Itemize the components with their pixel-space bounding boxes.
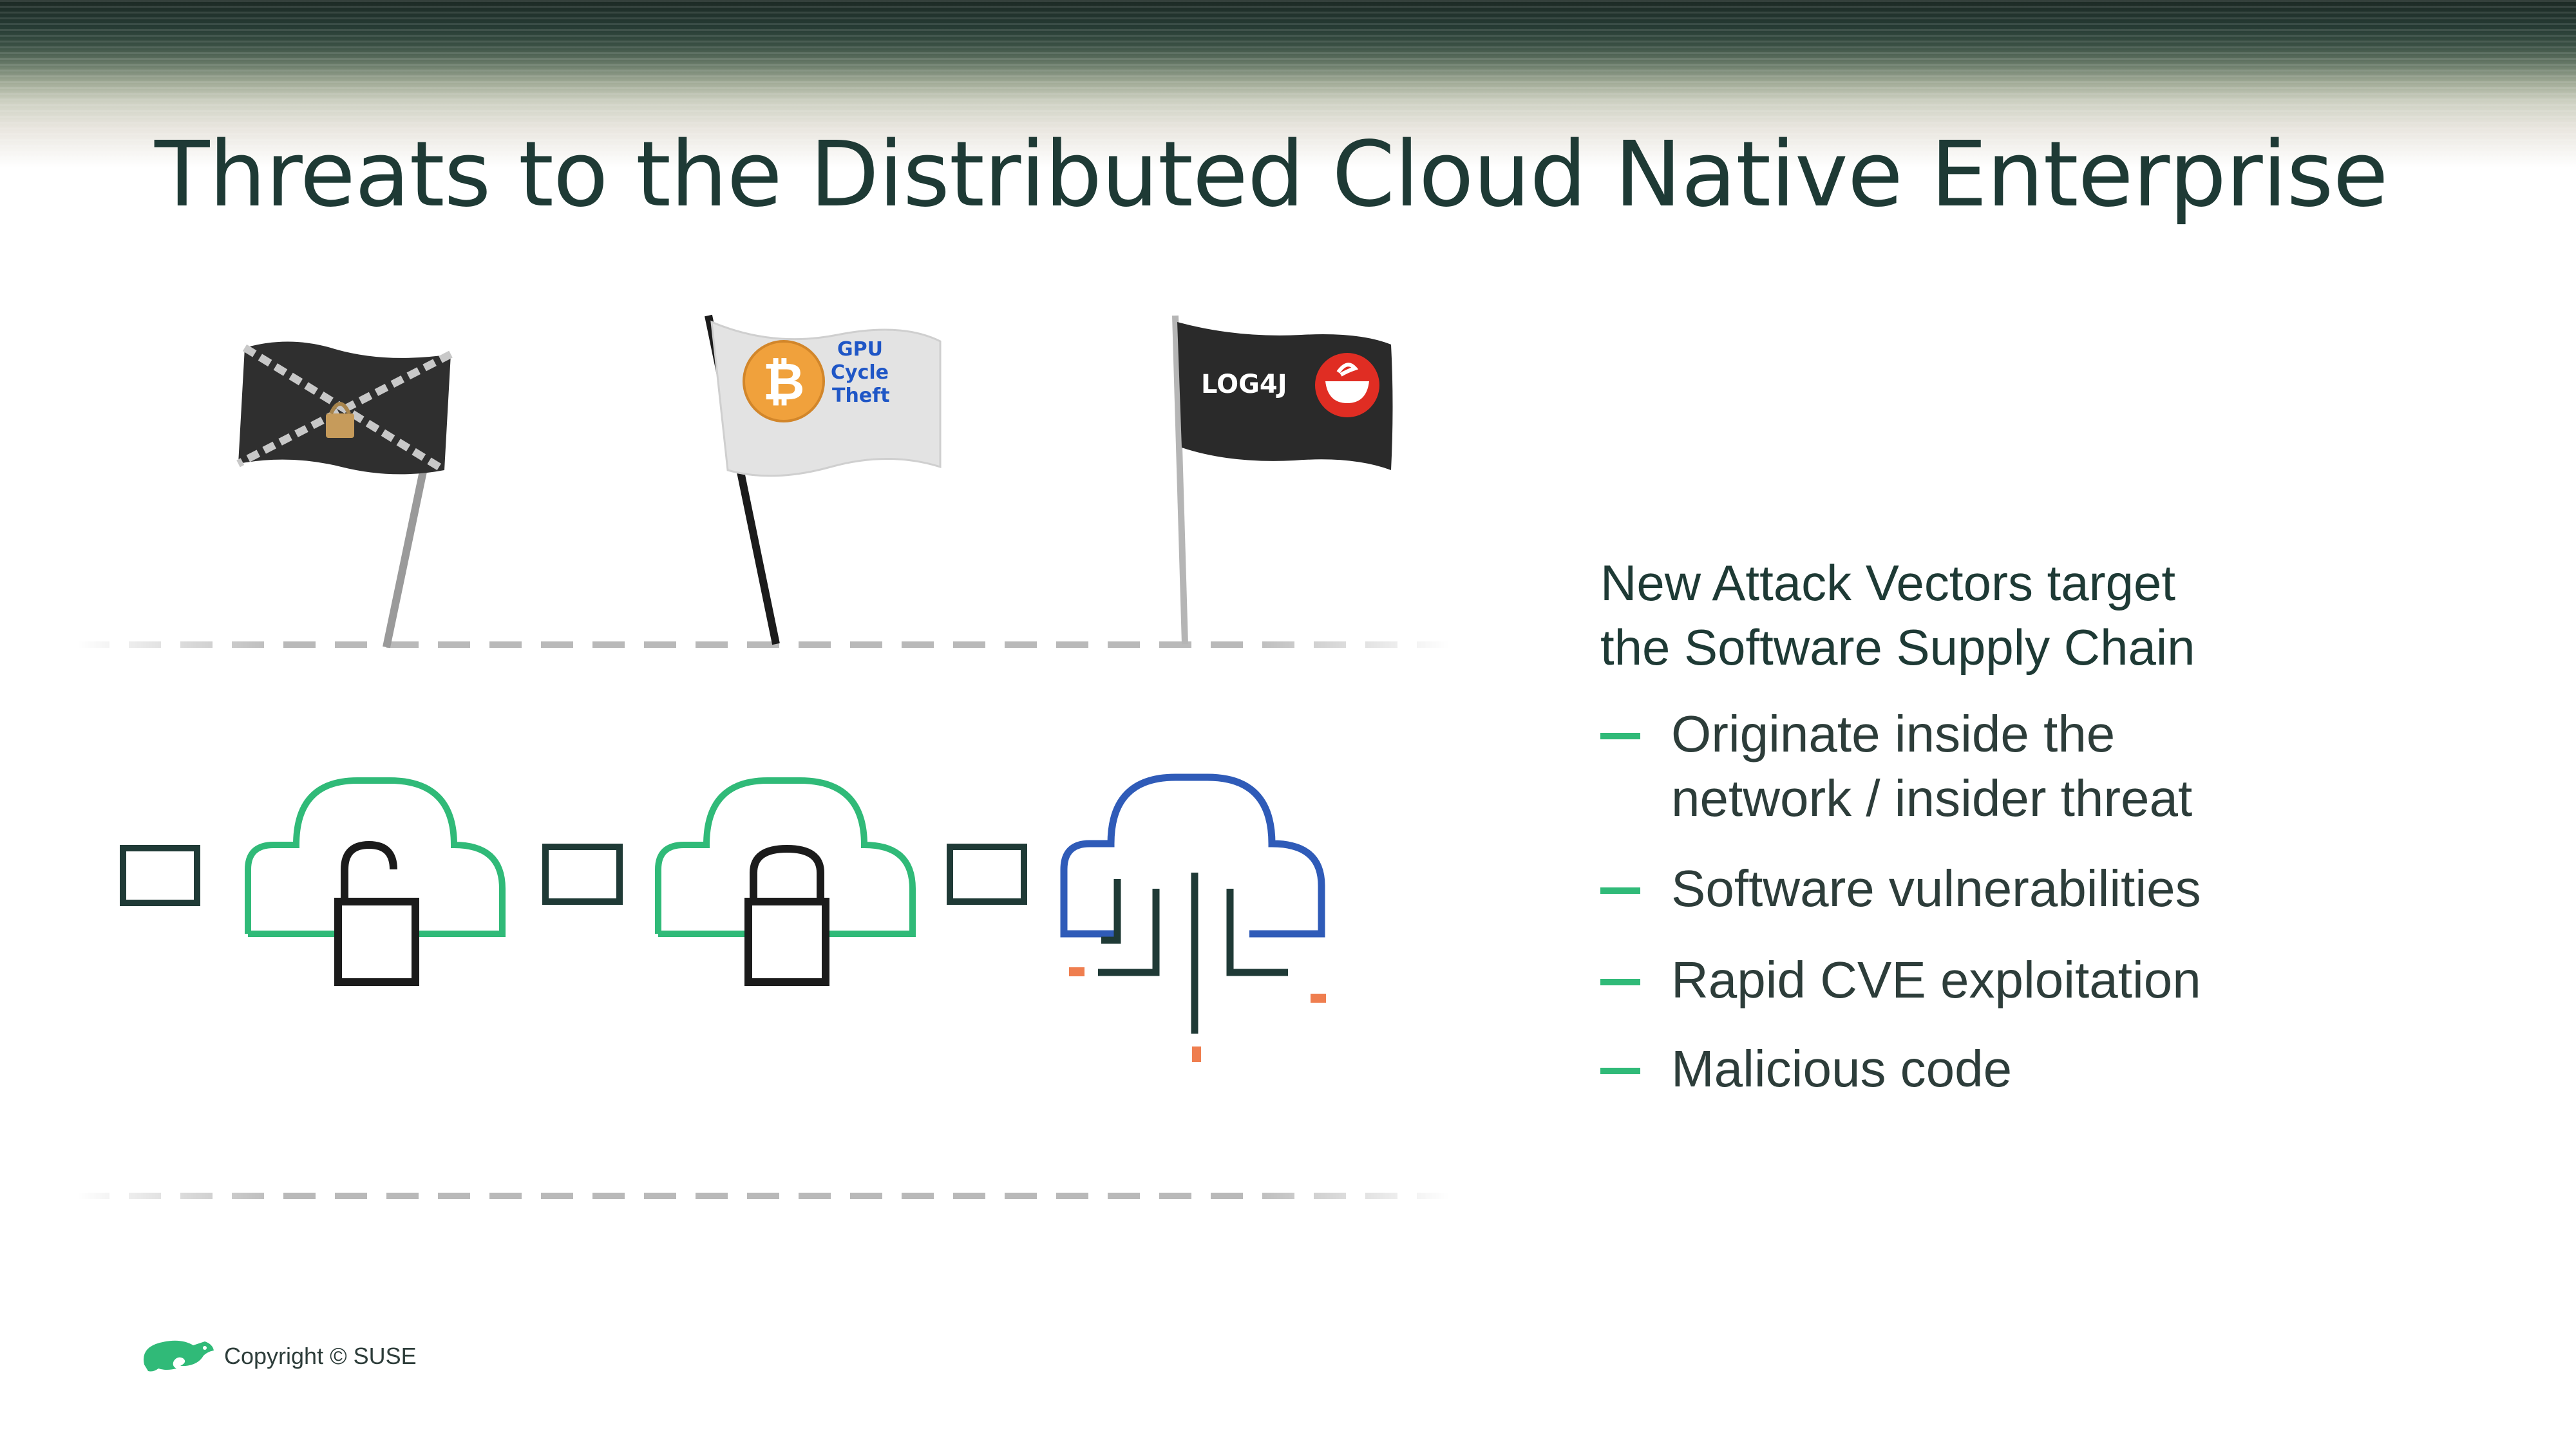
panel-heading: New Attack Vectors target the Software S… [1600,551,2244,679]
bullet-text: Originate inside the [1671,705,2116,762]
divider-bottom [77,1193,1449,1199]
svg-text:LOG4J: LOG4J [1201,370,1287,399]
svg-text:₿: ₿ [762,352,804,412]
bullet-dash-icon [1600,979,1640,985]
bullet-dash-icon [1600,733,1640,739]
node-square-3 [947,844,1027,905]
bitcoin-clock-icon: ₿ GPU Cycle Theft [705,314,942,645]
bullet-text: Malicious code [1671,1040,2012,1097]
bullet-dash-icon [1600,1068,1640,1074]
chain-lock-icon [236,341,453,649]
node-square-2 [542,844,623,905]
svg-text:GPU: GPU [837,338,883,361]
svg-text:Cycle: Cycle [831,361,889,384]
bullet-text: Software vulnerabilities [1671,860,2201,917]
panel-heading-line: the Software Supply Chain [1600,619,2195,676]
cloud-unlocked-icon [245,777,506,986]
panel-heading-line: New Attack Vectors target [1600,554,2176,611]
log4j-icon: LOG4J [1172,315,1393,645]
bullet-text: Rapid CVE exploitation [1671,951,2201,1009]
svg-text:Theft: Theft [832,384,890,407]
copyright-text: Copyright © SUSE [224,1343,417,1369]
suse-chameleon-icon [144,1340,214,1372]
header-band [0,0,2576,167]
node-square-1 [120,845,200,906]
cloud-network-icon [1060,773,1326,1062]
divider-top [77,641,1449,648]
slide-title: Threats to the Distributed Cloud Native … [155,122,2389,227]
bullet-text: network / insider threat [1671,770,2193,827]
cloud-locked-icon [655,777,916,986]
bullet-dash-icon [1600,887,1640,894]
